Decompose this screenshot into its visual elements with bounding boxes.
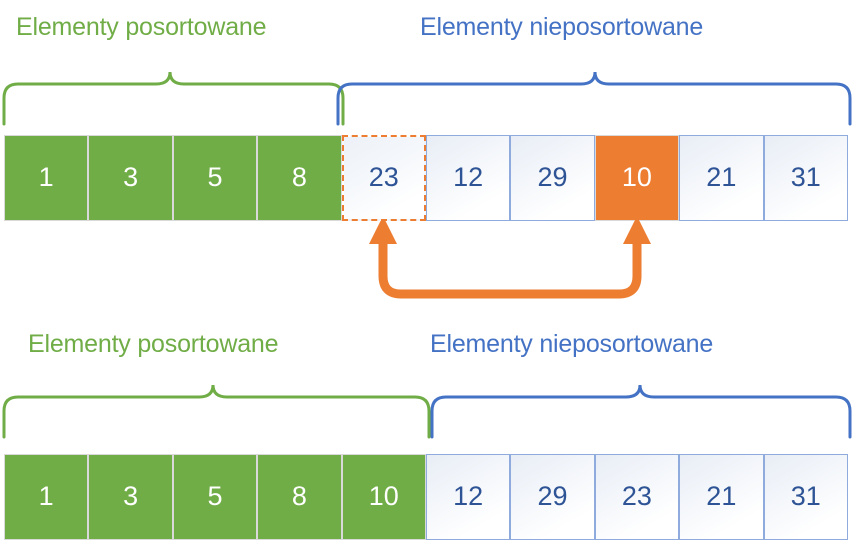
cell-value: 8: [291, 480, 307, 511]
cell-value: 3: [123, 480, 139, 511]
cell-value: 10: [368, 480, 399, 511]
array-cell[interactable]: 23: [594, 454, 680, 540]
cell-value: 8: [291, 161, 307, 192]
array-cell[interactable]: 21: [679, 135, 764, 221]
sorted-section-label-row2: Elementy posortowane: [28, 330, 279, 358]
array-cell[interactable]: 21: [679, 454, 764, 540]
array-cell[interactable]: 1: [4, 454, 89, 540]
cell-value: 23: [368, 161, 399, 192]
section-braces-row1: [2, 71, 852, 126]
cell-value: 3: [123, 161, 139, 192]
cell-value: 1: [38, 480, 54, 511]
unsorted-section-label-row2: Elementy nieposortowane: [430, 330, 714, 358]
cell-value: 5: [207, 480, 223, 511]
array-row-1: 1 3 5 8 23 12 29 10 21 31: [4, 135, 849, 221]
array-cell[interactable]: 8: [257, 135, 342, 221]
blue-brace-row2: [430, 384, 852, 439]
array-row-2: 1 3 5 8 10 12 29 23 21 31: [4, 454, 849, 540]
cell-value: 31: [790, 161, 821, 192]
array-cell[interactable]: 31: [763, 454, 848, 540]
cell-value: 21: [706, 161, 737, 192]
cell-value: 12: [453, 480, 484, 511]
cell-value: 29: [537, 480, 568, 511]
green-brace-row1: [2, 71, 345, 126]
cell-value: 10: [621, 161, 652, 192]
array-cell-insertion-target[interactable]: 23: [341, 135, 426, 221]
section-braces-row2: [2, 384, 852, 439]
array-cell[interactable]: 3: [88, 454, 173, 540]
array-cell[interactable]: 12: [425, 454, 511, 540]
cell-value: 1: [38, 161, 54, 192]
sorted-section-label-row1: Elementy posortowane: [16, 13, 267, 41]
array-cell[interactable]: 29: [510, 454, 595, 540]
array-cell-selected[interactable]: 10: [594, 135, 680, 221]
swap-arrow-icon: [369, 216, 651, 299]
cell-value: 31: [790, 480, 821, 511]
array-cell[interactable]: 5: [172, 454, 258, 540]
cell-value: 29: [537, 161, 568, 192]
array-cell[interactable]: 3: [88, 135, 173, 221]
array-cell[interactable]: 1: [4, 135, 89, 221]
array-cell[interactable]: 8: [257, 454, 342, 540]
unsorted-section-label-row1: Elementy nieposortowane: [420, 13, 704, 41]
array-cell[interactable]: 31: [763, 135, 848, 221]
cell-value: 5: [207, 161, 223, 192]
array-cell[interactable]: 12: [425, 135, 511, 221]
array-cell[interactable]: 10: [341, 454, 426, 540]
green-brace-row2: [2, 384, 431, 439]
cell-value: 21: [706, 480, 737, 511]
array-cell[interactable]: 5: [172, 135, 258, 221]
cell-value: 12: [453, 161, 484, 192]
cell-value: 23: [621, 480, 652, 511]
array-cell[interactable]: 29: [510, 135, 595, 221]
blue-brace-row1: [336, 71, 852, 126]
